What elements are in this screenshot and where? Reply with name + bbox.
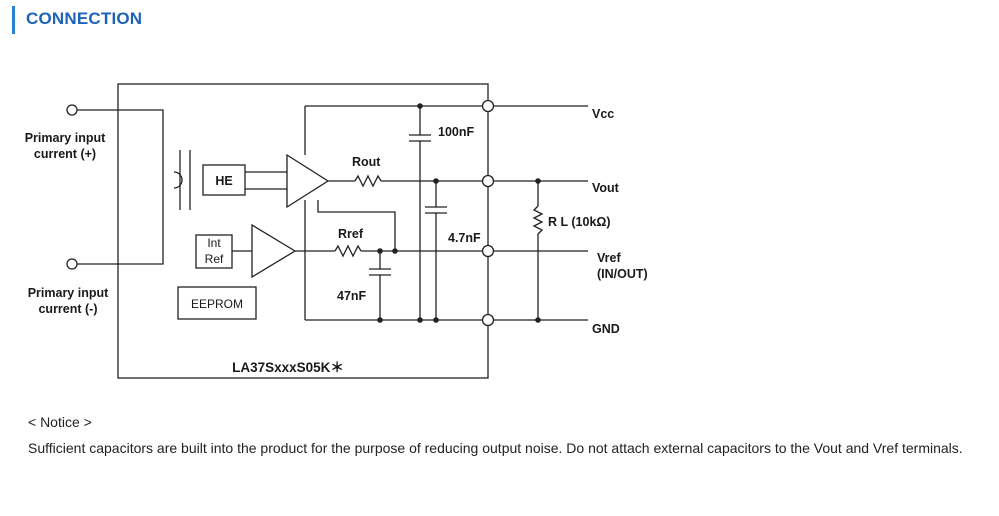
gnd-pin: [481, 313, 495, 327]
eeprom-block: [177, 286, 257, 320]
junction-dot: [433, 178, 439, 184]
rl-resistor: [532, 205, 544, 235]
vcc-pin: [481, 99, 495, 113]
cap-100nf-label: 100nF: [438, 125, 474, 139]
eeprom-label: EEPROM: [191, 297, 243, 311]
he-block: [202, 164, 246, 196]
primary-conductor-loop: [173, 171, 183, 189]
ic-package-outline: [117, 83, 489, 379]
rl-label: R L (10kΩ): [548, 215, 611, 229]
notice-body: Sufficient capacitors are built into the…: [28, 440, 963, 456]
connection-diagram: Primary input current (+) Primary input …: [25, 83, 648, 379]
amp-ref-input-line: [317, 200, 396, 251]
primary-input-plus-terminal: [66, 104, 78, 116]
vout-pin: [481, 174, 495, 188]
cap-47nf-label: 47nF: [337, 289, 367, 303]
vref-label-line2: (IN/OUT): [597, 267, 648, 281]
ref-buffer-amplifier: [251, 223, 297, 279]
primary-input-plus-label-line1: Primary input: [25, 131, 106, 145]
primary-input-minus-terminal: [66, 258, 78, 270]
junction-dot: [535, 178, 541, 184]
junction-dot: [535, 317, 541, 323]
primary-input-plus-label-line2: current (+): [34, 147, 96, 161]
rout-label: Rout: [352, 155, 381, 169]
vref-label-line1: Vref: [597, 251, 621, 265]
cap-4-7nf-label: 4.7nF: [448, 231, 481, 245]
vcc-label: Vcc: [592, 107, 614, 121]
rref-resistor: [334, 244, 362, 258]
junction-dot: [433, 317, 439, 323]
primary-conductor: [77, 109, 164, 265]
gnd-label: GND: [592, 322, 620, 336]
junction-dot: [417, 103, 423, 109]
he-label: HE: [215, 174, 232, 188]
junction-dot: [392, 248, 398, 254]
section-title: CONNECTION: [26, 9, 143, 28]
vref-pin: [481, 244, 495, 258]
vout-label: Vout: [592, 181, 620, 195]
junction-dot: [377, 317, 383, 323]
int-ref-label-line2: Ref: [205, 252, 224, 266]
primary-input-minus-label-line1: Primary input: [28, 286, 109, 300]
rout-resistor: [354, 174, 382, 188]
notice-heading: < Notice >: [28, 414, 92, 430]
junction-dot: [377, 248, 383, 254]
output-amplifier: [286, 153, 330, 209]
primary-input-minus-label-line2: current (-): [38, 302, 97, 316]
junction-dot: [417, 317, 423, 323]
int-ref-label-line1: Int: [207, 236, 221, 250]
heading-accent-bar: [12, 6, 15, 34]
part-number-label: LA37SxxxS05K＊: [232, 360, 344, 375]
rref-label: Rref: [338, 227, 364, 241]
